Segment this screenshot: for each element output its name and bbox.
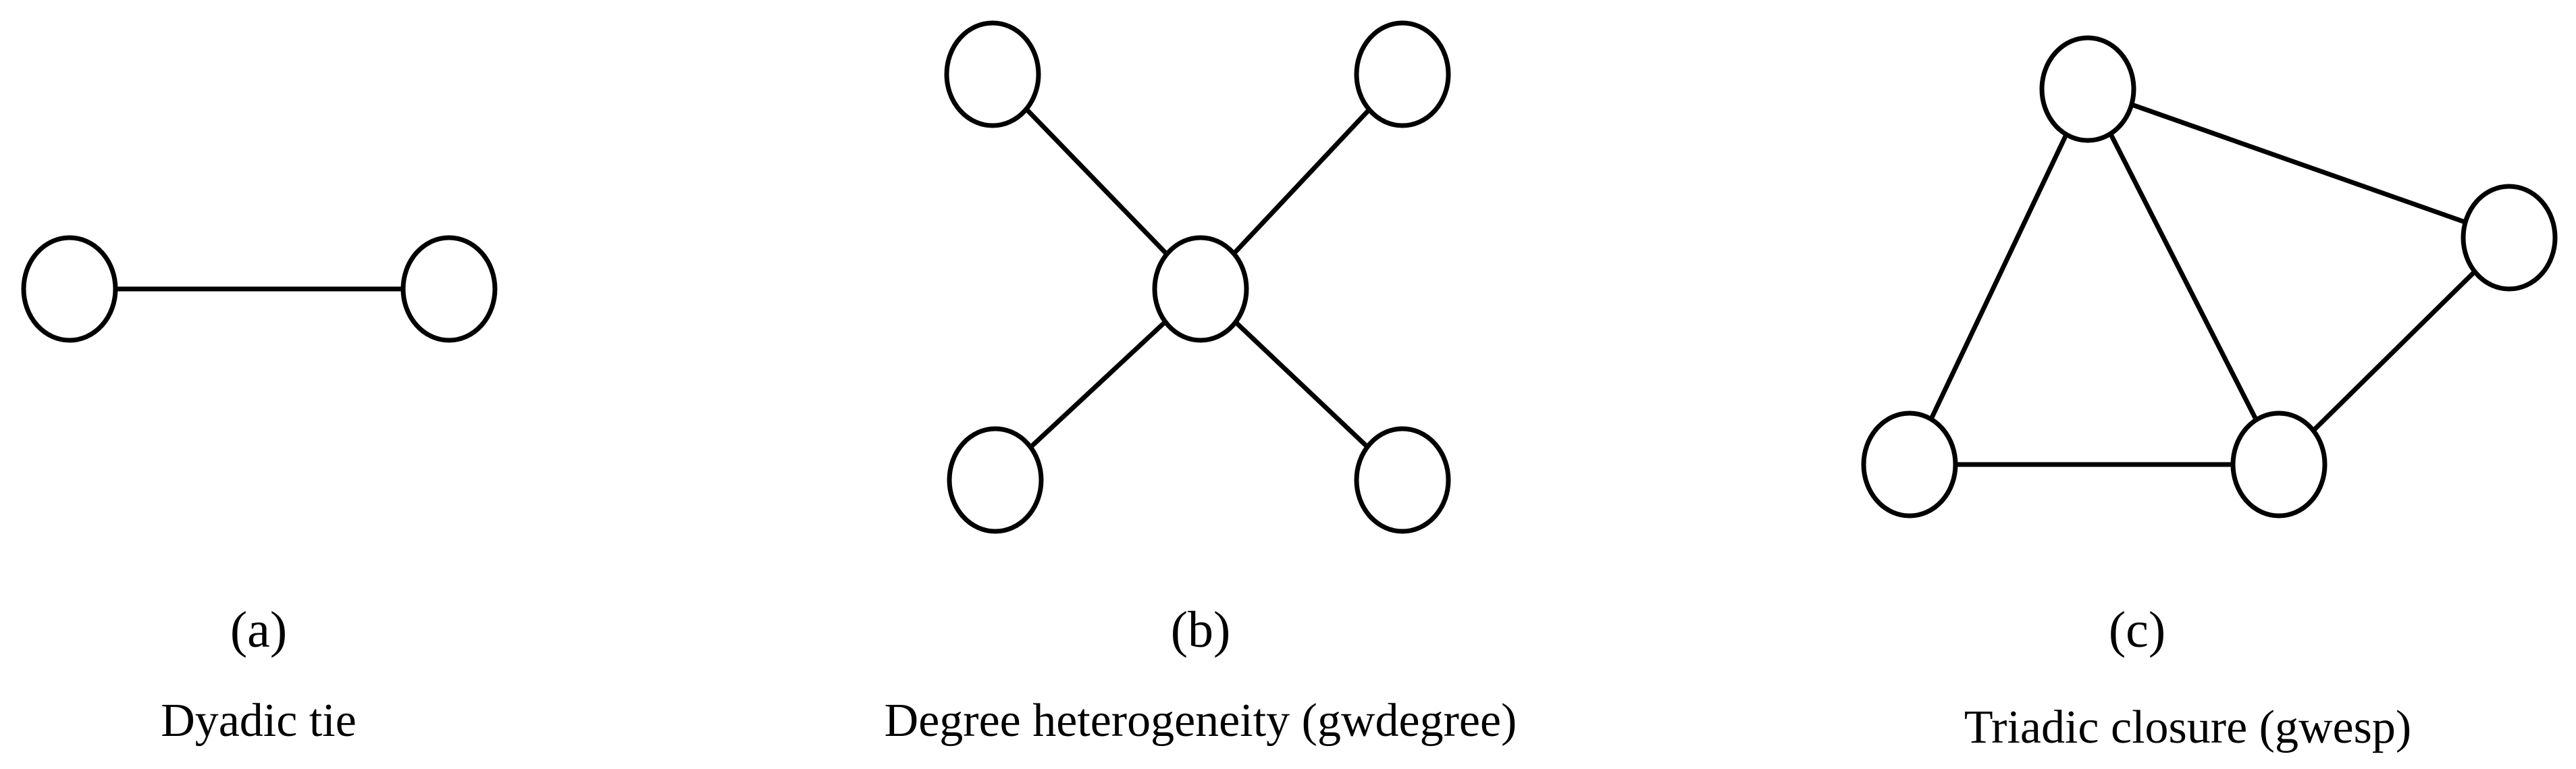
edge-c-top-right xyxy=(2086,86,2511,240)
node-a-1 xyxy=(21,235,118,343)
panel-b: (b) Degree heterogeneity (gwdegree) xyxy=(885,20,1517,747)
panel-c-letter: (c) xyxy=(2109,602,2165,658)
node-b-bottom-left xyxy=(947,426,1044,534)
node-a-2 xyxy=(400,235,498,343)
edge-c-top-bottomleft xyxy=(1907,88,2091,466)
panel-c: (c) Triadic closure (gwesp) xyxy=(1861,35,2558,753)
node-b-bottom-right xyxy=(1354,426,1451,534)
node-c-bottom-left xyxy=(1861,410,1958,519)
panel-a-caption: Dyadic tie xyxy=(161,695,357,747)
node-c-top xyxy=(2039,35,2136,143)
node-c-bottom-right xyxy=(2230,410,2328,519)
panel-b-caption: Degree heterogeneity (gwdegree) xyxy=(885,695,1517,747)
panel-a: (a) Dyadic tie xyxy=(21,235,498,747)
panel-c-caption: Triadic closure (gwesp) xyxy=(1964,701,2411,753)
panel-a-letter: (a) xyxy=(230,602,287,658)
node-b-top-right xyxy=(1354,20,1451,128)
edge-c-bottomright-right xyxy=(2277,236,2511,467)
node-b-top-left xyxy=(944,20,1041,128)
node-c-right xyxy=(2461,184,2558,292)
node-b-center xyxy=(1152,235,1249,343)
panel-b-letter: (b) xyxy=(1171,602,1231,658)
edge-c-top-bottomright xyxy=(2085,88,2282,466)
